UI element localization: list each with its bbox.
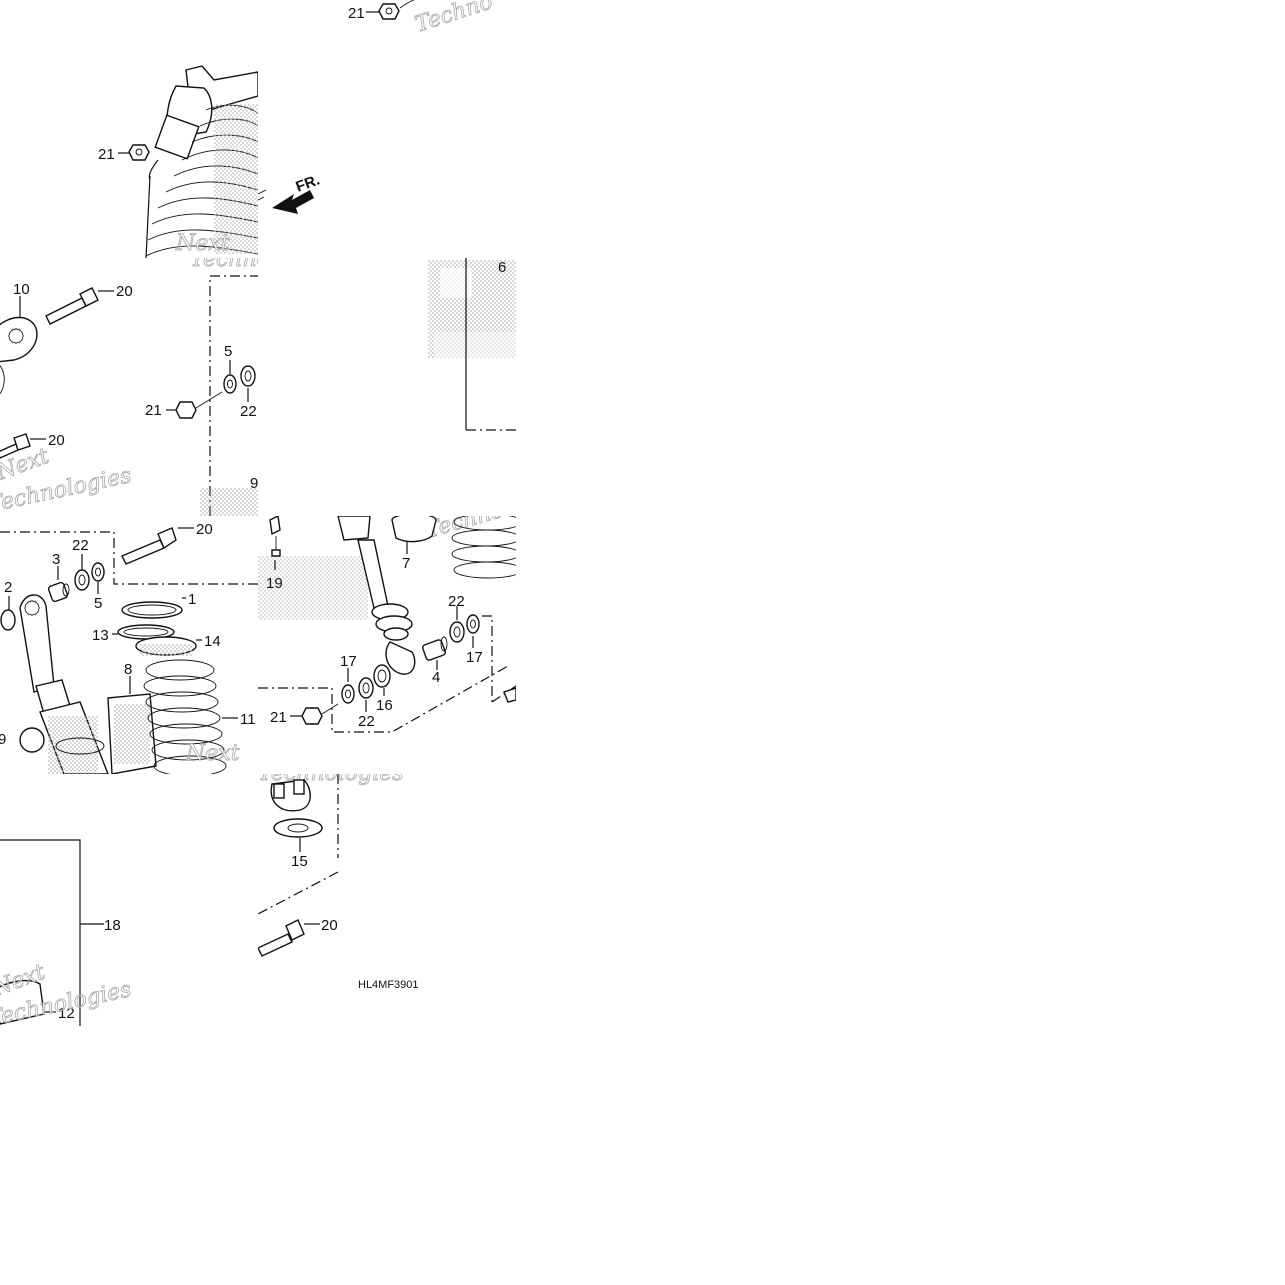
bolt-20-lower <box>0 433 31 459</box>
watermark-text: Techno <box>412 0 496 38</box>
watermark-text: Technologies <box>190 258 258 272</box>
spring-upper <box>451 516 516 579</box>
tile-shock-lower-left: 20 3 22 5 2 <box>0 516 258 774</box>
callout-3: 3 <box>52 551 60 568</box>
callout-17: 17 <box>466 649 483 666</box>
tile-front-marker: FR. <box>258 150 368 258</box>
washer-5 <box>223 374 237 394</box>
shock-shaft <box>337 516 416 675</box>
callout-15: 15 <box>291 853 308 870</box>
washer-17 <box>341 684 355 704</box>
callout-19: 19 <box>266 575 283 592</box>
callout-22: 22 <box>240 403 257 420</box>
tile-bolts-left: 10 20 20 21 <box>0 258 258 516</box>
callout-1: 1 <box>188 591 196 608</box>
callout-20: 20 <box>196 521 213 538</box>
callout-5: 5 <box>94 595 102 612</box>
nut-21-mid <box>166 391 223 419</box>
callout-17: 17 <box>340 653 357 670</box>
nut-21-top <box>366 0 415 20</box>
part-12 <box>0 979 45 1025</box>
callout-9: 9 <box>0 731 6 748</box>
bumper-7 <box>391 516 437 543</box>
tile-top-nut: 21 Techno <box>258 0 516 258</box>
callout-12: 12 <box>58 1005 75 1022</box>
callout-6: 6 <box>498 259 506 276</box>
callout-16: 16 <box>376 697 393 714</box>
tile-bottom-mid: Technologies 15 20 HL4MF3901 <box>258 774 516 1032</box>
callout-21: 21 <box>270 709 287 726</box>
callout-11: 11 <box>240 711 256 728</box>
callout-8: 8 <box>124 661 132 678</box>
part-19 <box>269 516 281 557</box>
watermark-text: Next <box>185 741 240 766</box>
tile-shock-lower-mid: Techno 7 <box>258 516 516 774</box>
callout-22: 22 <box>358 713 375 730</box>
nut-21-lower <box>290 703 339 725</box>
washer-5 <box>91 562 105 582</box>
callout-20: 20 <box>48 432 65 449</box>
callout-5: 5 <box>224 343 232 360</box>
callout-22: 22 <box>448 593 465 610</box>
seal-22 <box>74 569 90 591</box>
callout-14: 14 <box>204 633 221 650</box>
ring-1 <box>121 601 183 619</box>
callout-18: 18 <box>104 917 121 934</box>
shock-absorber-upper <box>145 65 258 258</box>
sleeve-8 <box>107 693 157 774</box>
callout-2: 2 <box>4 579 12 596</box>
seal-22 <box>449 621 465 643</box>
tile-bottom-left: 18 12 Next Technologies <box>0 774 258 1032</box>
brand-logo-watermark <box>428 260 516 358</box>
callout-20: 20 <box>116 283 133 300</box>
collar-3 <box>47 581 70 603</box>
shock-eye-10 <box>0 316 38 395</box>
front-arrow-icon: FR. <box>272 172 322 214</box>
front-marker-label: FR. <box>294 172 323 196</box>
callout-22: 22 <box>72 537 89 554</box>
nut-21-shock <box>118 144 150 161</box>
collar-4 <box>422 636 448 661</box>
seal-22 <box>240 365 256 387</box>
callout-10: 10 <box>13 281 30 298</box>
tile-logo-6: 6 <box>410 258 516 438</box>
diagram-code: HL4MF3901 <box>358 979 419 991</box>
callout-7: 7 <box>402 555 410 572</box>
seat-14 <box>135 636 197 656</box>
callout-20: 20 <box>321 917 338 934</box>
spring-11 <box>143 659 227 774</box>
bolt-20 <box>121 527 177 565</box>
callout-4: 4 <box>432 669 440 686</box>
seal-22 <box>358 677 374 699</box>
bracket <box>270 779 311 812</box>
washer-17 <box>466 614 480 634</box>
callout-9: 9 <box>250 475 258 492</box>
tile-shock-upper: 21 Next <box>0 0 258 258</box>
spacer-15 <box>273 818 323 838</box>
callout-21: 21 <box>145 402 162 419</box>
watermark-text: Next <box>175 231 230 256</box>
callout-21: 21 <box>98 146 115 163</box>
bolt-20-bottom <box>258 919 305 957</box>
callout-21: 21 <box>348 5 365 22</box>
bearing-16 <box>373 664 391 688</box>
callout-13: 13 <box>92 627 109 644</box>
shock-body <box>19 594 109 774</box>
bolt-20-upper <box>45 287 99 325</box>
